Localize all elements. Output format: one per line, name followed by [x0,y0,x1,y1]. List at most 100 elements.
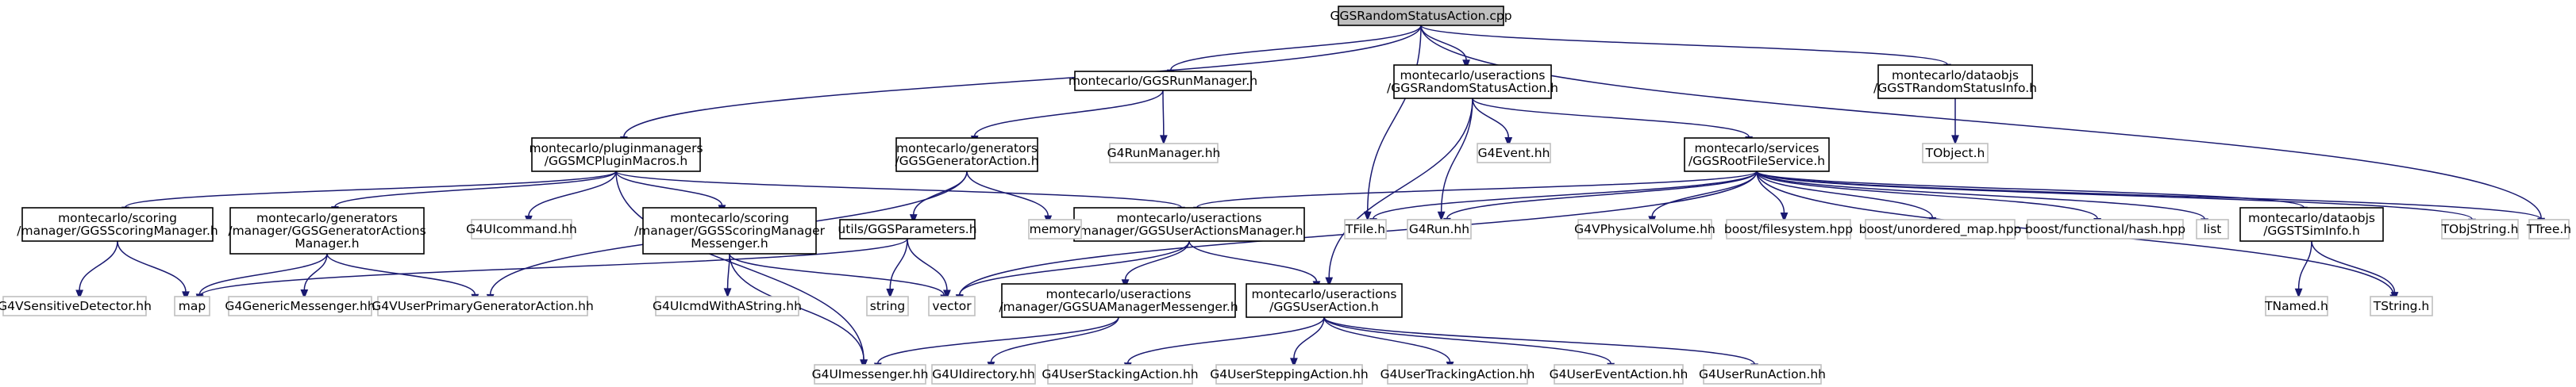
node-label: vector [932,299,972,313]
node-label: /manager/GGSGeneratorActions [228,224,425,238]
edge-rootfileservice-to-tfile [1369,171,1758,228]
node-runmanager[interactable]: montecarlo/GGSRunManager.h [1069,71,1257,91]
node-box [1703,364,1822,385]
node-box [2528,219,2570,239]
node-scoringmanager[interactable]: montecarlo/scoring/manager/GGSScoringMan… [17,207,218,242]
node-box [2370,296,2433,316]
edge-genactionsmanager-to-genericmessenger [300,253,328,300]
edge-layer [75,25,2546,374]
node-g4userrun: G4UserRunAction.hh [1699,364,1826,385]
node-siminfo[interactable]: montecarlo/dataobjs/GGSTSimInfo.h [2239,207,2384,242]
node-label: montecarlo/generators [256,211,398,225]
node-layer: GGSRandomStatusAction.cpp montecarlo/plug… [0,6,2571,385]
node-useractionsmanager[interactable]: montecarlo/useractions/manager/GGSUserAc… [1073,207,1305,242]
node-g4vphysicalvolume: G4VPhysicalVolume.hh [1574,219,1715,239]
node-label: /GGSGeneratorAction.h [895,154,1038,168]
node-root[interactable]: GGSRandomStatusAction.cpp [1330,6,1512,26]
node-box [895,137,1038,172]
node-box [1684,137,1830,172]
node-boostfilesystem: boost/filesystem.hpp [1724,219,1853,239]
node-label: montecarlo/pluginmanagers [529,141,703,155]
node-label: montecarlo/dataobjs [1892,68,2019,82]
node-box [928,296,976,316]
node-label: TTree.h [2526,222,2571,236]
node-box [839,219,976,239]
edge-root-to-runmanager [1166,25,1422,79]
node-tobjstring: TObjString.h [2441,219,2519,239]
node-g4uicmdwithastring: G4UIcmdWithAString.hh [653,296,802,316]
node-g4runmanager: G4RunManager.hh [1107,143,1220,163]
node-scoringmessenger[interactable]: montecarlo/scoring/manager/GGSScoringMan… [634,207,826,255]
node-box [655,296,799,316]
node-label: map [179,299,206,313]
node-label: list [2204,222,2222,236]
node-randomstatusinfo[interactable]: montecarlo/dataobjs/GGSTRandomStatusInfo… [1873,64,2037,99]
node-label: G4VPhysicalVolume.hh [1574,222,1715,236]
node-ttree: TTree.h [2526,219,2571,239]
node-label: boost/filesystem.hpp [1724,222,1853,236]
edge-ggsparameters-to-vector [907,238,951,300]
node-g4usersteppping: G4UserSteppingAction.hh [1210,364,1369,385]
node-box [1407,219,1472,239]
node-box [1109,143,1219,163]
node-label: Messenger.h [691,236,768,251]
node-box [228,296,372,316]
node-genericmessenger: G4GenericMessenger.hh [225,296,375,316]
node-label: G4VSensitiveDetector.hh [0,299,152,313]
node-box [531,137,701,172]
edge-useractionsmanager-to-useraction [1188,240,1321,291]
node-string: string [866,296,909,316]
edge-pluginmacros-to-g4uimessenger [615,171,868,370]
node-label: G4UserStackingAction.hh [1042,367,1198,381]
node-box [2441,219,2519,239]
node-genactionsmanager[interactable]: montecarlo/generators/manager/GGSGenerat… [228,207,426,255]
node-box [471,219,572,239]
node-g4vsensitive: G4VSensitiveDetector.hh [0,296,152,316]
node-generatoraction[interactable]: montecarlo/generators/GGSGeneratorAction… [895,137,1039,172]
node-label: G4UIcommand.hh [466,222,577,236]
node-memory: memory [1028,219,1082,239]
node-g4event: G4Event.hh [1477,143,1551,163]
node-randomstatus[interactable]: montecarlo/useractions/GGSRandomStatusAc… [1387,64,1558,99]
node-label: G4UserTrackingAction.hh [1380,367,1535,381]
node-map: map [174,296,210,316]
node-label: montecarlo/useractions [1045,287,1191,301]
node-label: /GGSTRandomStatusInfo.h [1873,81,2037,95]
node-label: boost/unordered_map.hpp [1859,222,2022,237]
node-box [1387,364,1528,385]
node-tstring: TString.h [2370,296,2433,316]
node-vector: vector [928,296,976,316]
node-label: G4Event.hh [1478,146,1550,160]
node-label: montecarlo/useractions [1400,68,1545,82]
node-label: G4UserEventAction.hh [1550,367,1688,381]
edge-useraction-to-g4usersteppping [1290,316,1325,368]
node-label: boost/functional/hash.hpp [2025,222,2185,236]
node-uamanagermessenger[interactable]: montecarlo/useractions/manager/GGSUAMana… [999,283,1238,318]
node-useraction[interactable]: montecarlo/useractions/GGSUserAction.h [1246,283,1403,318]
node-label: G4UImessenger.hh [812,367,929,381]
edge-scoringmanager-to-map [117,240,190,301]
node-rootfileservice[interactable]: montecarlo/services/GGSRootFileService.h [1684,137,1830,172]
edge-root-to-pluginmacros [620,25,1422,147]
node-g4vuserprimary: G4VUserPrimaryGeneratorAction.hh [372,296,594,316]
node-box [2239,207,2384,242]
edge-scoringmanager-to-g4vsensitive [75,240,118,300]
node-label: memory [1030,222,1081,236]
node-box [2,296,147,316]
node-label: TObjString.h [2441,222,2519,236]
node-box [866,296,909,316]
node-pluginmacros[interactable]: montecarlo/pluginmanagers/GGSMCPluginMac… [529,137,703,172]
node-box [814,364,926,385]
node-label: utils/GGSParameters.h [837,222,976,236]
node-label: G4Run.hh [1409,222,1469,236]
node-list: list [2196,219,2229,239]
node-box [1001,283,1236,318]
edge-genactionsmanager-to-map [195,253,328,304]
node-ggsparameters[interactable]: utils/GGSParameters.h [837,219,977,239]
node-label: /manager/GGSUserActionsManager.h [1075,224,1303,238]
node-box [1028,219,1082,239]
node-g4userevent: G4UserEventAction.hh [1550,364,1688,385]
edge-root-to-tfile [1363,25,1422,222]
node-label: G4UserRunAction.hh [1699,367,1826,381]
node-box [1865,219,2016,239]
